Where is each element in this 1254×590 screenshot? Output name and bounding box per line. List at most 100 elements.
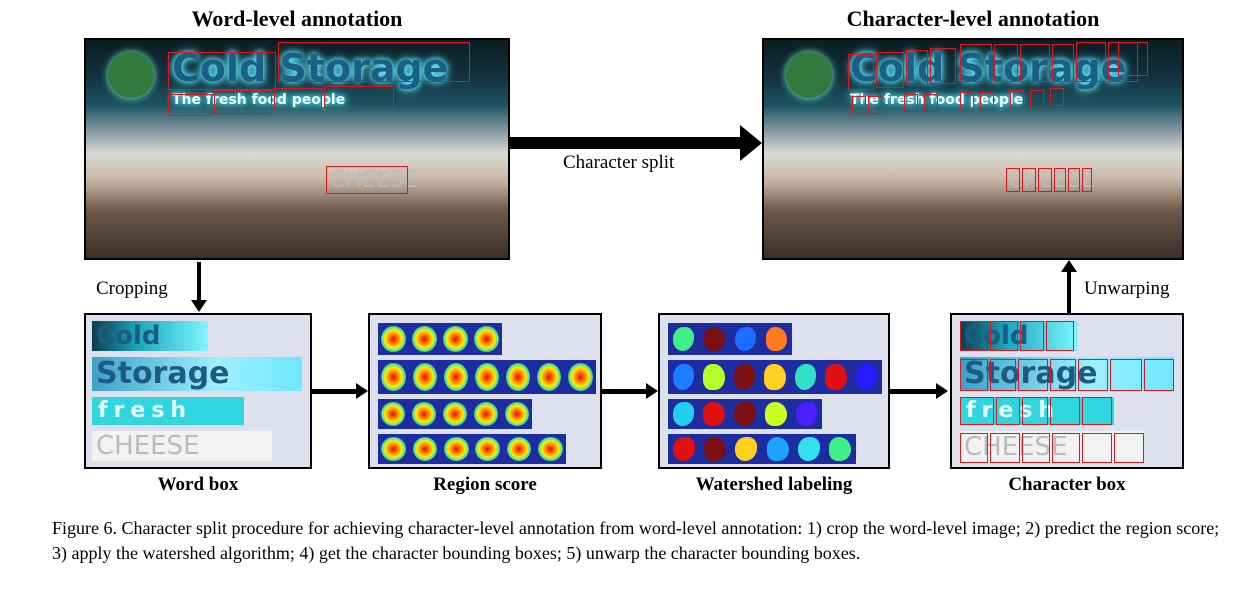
flow-arrow-head [356, 383, 368, 399]
character-split-label: Character split [563, 152, 675, 173]
region-score-blob [412, 325, 437, 353]
flow-arrow [890, 389, 938, 394]
watershed-label-blob [672, 363, 694, 391]
word-box [324, 86, 394, 108]
char-box [1050, 359, 1076, 391]
char-level-title: Character-level annotation [846, 6, 1100, 31]
watershed-label-blob [795, 402, 818, 426]
region-score-blob [537, 363, 562, 391]
heatmap-row [378, 434, 566, 464]
region-score-blob [381, 363, 406, 391]
char-box [1144, 359, 1174, 391]
char-box [960, 359, 988, 391]
watershed-label-blob [672, 402, 695, 426]
flow-arrow-head [646, 383, 658, 399]
watershed-label-blob [703, 326, 726, 352]
watershed-row [668, 434, 856, 464]
sign-line1: Cold Storage [172, 46, 449, 90]
word-box [168, 52, 276, 90]
char-box [960, 92, 974, 110]
unwarp-arrow-head [1061, 260, 1077, 272]
watershed-label-blob [704, 437, 726, 461]
region-score-blob [504, 401, 529, 427]
watershed-label-blob [734, 402, 756, 426]
char-box [1052, 44, 1074, 82]
char-box [990, 359, 1016, 391]
watershed-label-blob [856, 363, 878, 391]
char-box [960, 433, 988, 463]
split-arrow-head [740, 125, 762, 161]
char-box [924, 94, 938, 112]
sign-line2: The fresh food people [172, 92, 346, 108]
region-score-blob [474, 363, 500, 391]
cropping-label: Cropping [96, 278, 168, 299]
char-box [904, 94, 918, 112]
heatmap-row [378, 360, 596, 394]
watershed-label-blob [703, 402, 725, 426]
watershed-label-blob [765, 326, 788, 352]
unwarping-label: Unwarping [1084, 278, 1170, 299]
region-score-label: Region score [433, 474, 537, 495]
character-box-panel: Cold Storage fresh CHEESE [950, 313, 1184, 469]
watershed-label-blob [764, 363, 786, 391]
char-box [960, 397, 994, 425]
char-box [930, 48, 956, 84]
char-box [1018, 359, 1048, 391]
char-box [1076, 42, 1106, 82]
char-box [1050, 397, 1080, 425]
watershed-row [668, 360, 882, 394]
char-box [1022, 433, 1050, 463]
crop-fresh: fresh [960, 397, 1114, 425]
char-box [1020, 321, 1044, 351]
sign-line1: Cold Storage [850, 46, 1127, 90]
watershed-label-blob [733, 363, 756, 391]
word-box [214, 90, 272, 114]
char-box [1082, 168, 1092, 192]
word-box [168, 94, 212, 116]
char-box [1054, 168, 1066, 192]
char-box [1118, 42, 1148, 76]
char-box [848, 54, 874, 90]
watershed-label-blob [829, 437, 852, 461]
watershed-label-blob [798, 437, 820, 461]
watershed-label-blob [765, 402, 787, 426]
crop-arrow-head [191, 300, 207, 312]
region-score-blob [443, 363, 468, 391]
char-box [1020, 44, 1050, 82]
watershed-row [668, 399, 822, 429]
watershed-label: Watershed labeling [695, 474, 853, 495]
region-score-blob [474, 325, 499, 353]
word-box [274, 88, 322, 110]
region-score-blob [538, 436, 563, 462]
unwarp-arrow-shaft [1067, 272, 1071, 314]
char-box [1082, 397, 1112, 425]
flow-arrow [602, 389, 648, 394]
char-box [1110, 359, 1142, 391]
watershed-label-blob [794, 363, 817, 391]
region-score-blob [412, 401, 437, 427]
region-score-blob [381, 325, 406, 353]
char-box [1052, 433, 1080, 463]
char-box [1068, 168, 1080, 192]
char-box [1050, 88, 1064, 106]
region-score-blob [568, 363, 593, 391]
region-score-blob [412, 436, 438, 462]
char-box [852, 96, 866, 114]
word-box-panel: Cold Storage fresh CHEESE [84, 313, 312, 469]
crop-cheese: CHEESE [92, 431, 272, 461]
char-box [1082, 433, 1112, 463]
char-box [1038, 168, 1052, 192]
char-box [960, 44, 992, 82]
char-box [876, 52, 904, 88]
apple-logo [108, 52, 154, 98]
char-box [994, 44, 1018, 82]
apple-logo [786, 52, 832, 98]
char-box [990, 321, 1018, 351]
region-score-panel [368, 313, 602, 469]
char-box [1078, 359, 1108, 391]
region-score-blob [506, 436, 532, 462]
crop-storage: Storage [960, 357, 1174, 391]
watershed-panel [658, 313, 890, 469]
sign-line2: The fresh food people [850, 92, 1024, 108]
char-box [1046, 321, 1074, 351]
